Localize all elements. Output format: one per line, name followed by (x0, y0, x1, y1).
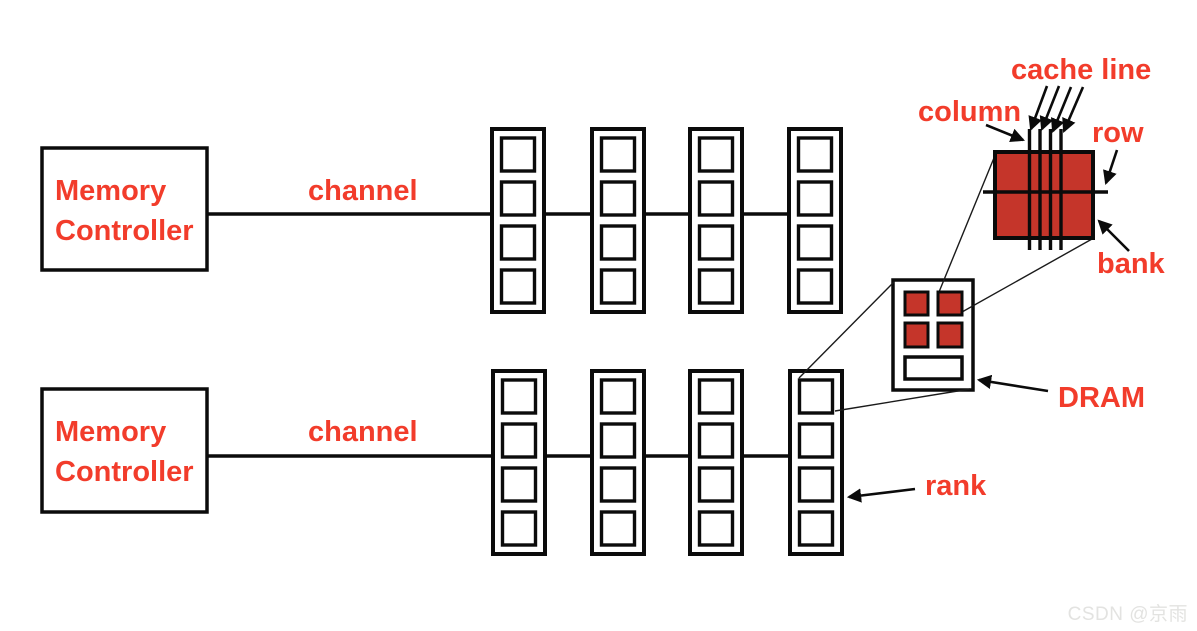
memory-controller-box-top (40, 146, 209, 272)
rank-module (788, 369, 844, 556)
dram-bank-cell (936, 290, 964, 317)
zoom-line-bank-to-chip-right (961, 238, 1093, 313)
cache-line-label: cache line (1011, 54, 1152, 86)
dram-bank-cell (903, 290, 930, 317)
dram-io-block (903, 355, 964, 381)
rank-module (688, 369, 744, 556)
dram-arrow (976, 374, 1049, 393)
rank-module (491, 369, 547, 556)
memory-controller-label-line1: Memory (55, 416, 167, 448)
zoom-line-bank-to-chip-left (938, 152, 997, 293)
rank-module (688, 127, 744, 314)
column-arrow (985, 123, 1025, 143)
rank-label: rank (925, 470, 987, 502)
memory-controller-box-bottom (40, 387, 209, 514)
memory-controller-label-line2: Controller (55, 215, 194, 247)
rank-arrow (846, 487, 916, 503)
bank-square (993, 150, 1095, 240)
channel-label-bottom: channel (308, 416, 418, 448)
memory-controller-label-bottom: Memory Controller (55, 412, 194, 492)
rank-module (590, 369, 646, 556)
watermark: CSDN @京雨 (1067, 604, 1188, 625)
dram-label: DRAM (1058, 382, 1145, 414)
channel-label-top: channel (308, 175, 418, 207)
memory-controller-label-top: Memory Controller (55, 171, 194, 251)
column-label: column (918, 96, 1022, 128)
memory-controller-label-line2: Controller (55, 456, 194, 488)
bank-arrow (1097, 219, 1130, 252)
dram-bank-cell (903, 321, 930, 349)
cache-line-arrow (1028, 85, 1049, 132)
row-arrow (1103, 149, 1119, 186)
cache-line-arrow (1062, 86, 1085, 133)
cache-line-arrows (1028, 85, 1085, 133)
cache-line-arrow (1050, 86, 1073, 133)
rank-module (787, 127, 843, 314)
memory-controller-label-line1: Memory (55, 175, 167, 207)
row-label: row (1092, 117, 1144, 149)
cache-line-arrow (1039, 85, 1061, 131)
dram-bank-cell (936, 321, 964, 349)
zoom-line-rank-to-dram-bottom (834, 388, 971, 412)
rank-module (490, 127, 546, 314)
bank-label: bank (1097, 248, 1165, 280)
rank-module (590, 127, 646, 314)
zoom-line-rank-to-dram-top (798, 281, 895, 379)
